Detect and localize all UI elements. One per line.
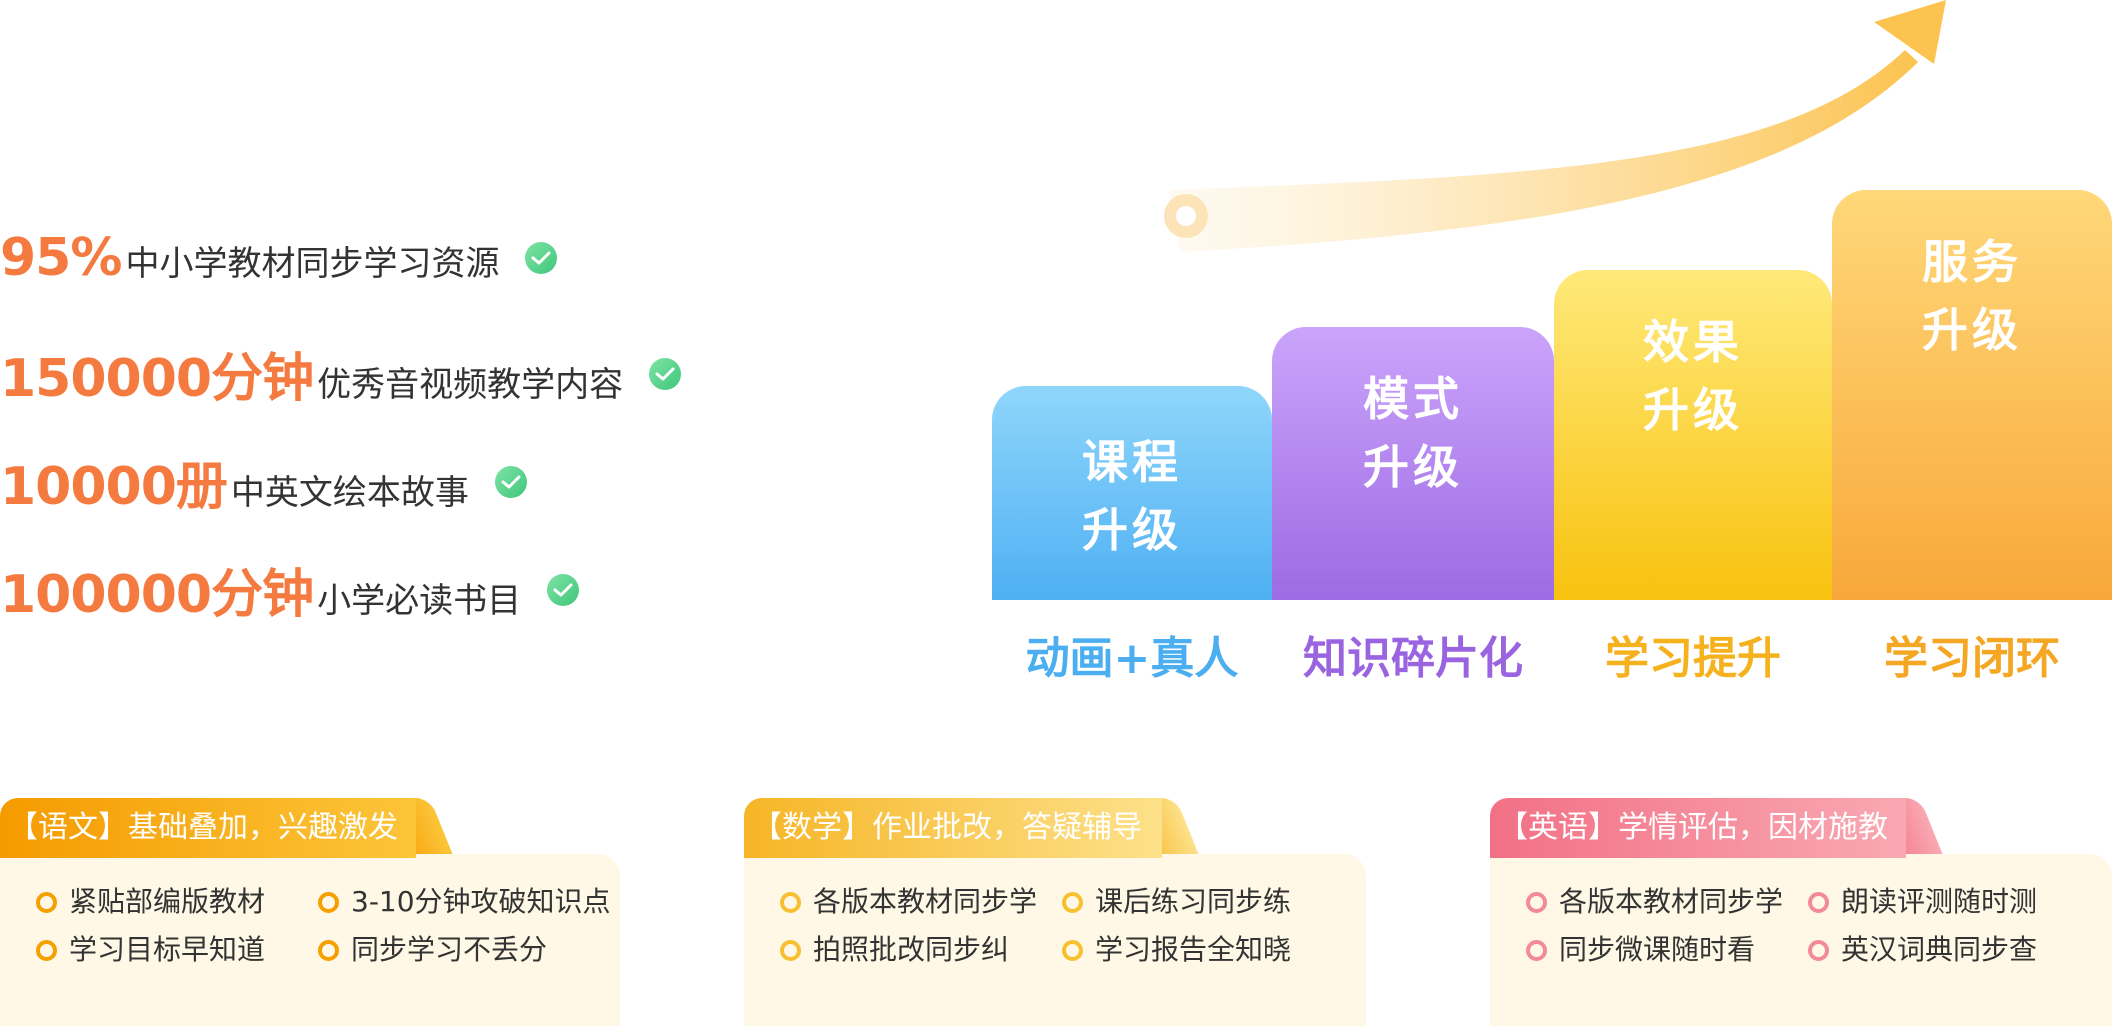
feature-item: 拍照批改同步纠 — [780, 932, 1062, 968]
step-label-service: 学习闭环 — [1884, 633, 2060, 684]
feature-item: 学习报告全知晓 — [1062, 932, 1344, 968]
feature-item: 同步学习不丢分 — [318, 932, 600, 968]
feature-item: 英汉词典同步查 — [1808, 932, 2090, 968]
ring-bullet-icon — [1526, 939, 1547, 961]
step-course: 课程 升级 — [992, 386, 1272, 600]
step-label-mode: 知识碎片化 — [1303, 633, 1523, 684]
step-title-line1: 服务 — [1922, 235, 2022, 289]
feature-item: 3-10分钟攻破知识点 — [318, 884, 611, 920]
stat-item-books: 10000册 中英文绘本故事 — [0, 444, 527, 519]
stat-desc: 中英文绘本故事 — [230, 473, 469, 513]
ring-bullet-icon — [1808, 891, 1829, 913]
feature-item: 学习目标早知道 — [36, 932, 318, 968]
card-math: 各版本教材同步学 课后练习同步练 拍照批改同步纠 学习报告全知晓 【数学】作业批… — [744, 798, 1366, 1026]
step-service: 服务 升级 — [1832, 190, 2112, 600]
step-title-line2: 升级 — [1082, 503, 1182, 557]
ring-bullet-icon — [36, 939, 57, 961]
card-body: 各版本教材同步学 课后练习同步练 拍照批改同步纠 学习报告全知晓 — [744, 854, 1366, 1026]
stat-item-resources: 95% 中小学教材同步学习资源 — [0, 228, 558, 288]
check-circle-icon — [494, 465, 527, 498]
ring-bullet-icon — [318, 891, 339, 913]
step-title-line1: 课程 — [1082, 435, 1182, 489]
ring-bullet-icon — [36, 891, 57, 913]
card-title: 【数学】作业批改，答疑辅导 — [744, 798, 1162, 858]
feature-list: 各版本教材同步学 课后练习同步练 拍照批改同步纠 学习报告全知晓 — [780, 884, 1344, 968]
card-english: 各版本教材同步学 朗读评测随时测 同步微课随时看 英汉词典同步查 【英语】学情评… — [1490, 798, 2112, 1026]
arrow-up-right-icon — [1164, 0, 1946, 252]
step-title-line2: 升级 — [1922, 303, 2022, 357]
stat-number: 150000分钟 — [0, 349, 314, 409]
step-title-line2: 升级 — [1363, 440, 1463, 494]
ring-bullet-icon — [318, 939, 339, 961]
card-body: 各版本教材同步学 朗读评测随时测 同步微课随时看 英汉词典同步查 — [1490, 854, 2112, 1026]
stat-number: 100000分钟 — [0, 565, 314, 625]
stat-item-videos: 150000分钟 优秀音视频教学内容 — [0, 336, 682, 411]
stat-item-reading: 100000分钟 小学必读书目 — [0, 552, 580, 627]
step-effect: 效果 升级 — [1554, 270, 1832, 600]
feature-item: 紧贴部编版教材 — [36, 884, 318, 920]
stat-number: 95% — [0, 228, 122, 288]
card-title: 【英语】学情评估，因材施教 — [1490, 798, 1906, 858]
feature-list: 各版本教材同步学 朗读评测随时测 同步微课随时看 英汉词典同步查 — [1526, 884, 2090, 968]
ring-bullet-icon — [1062, 939, 1083, 961]
feature-item: 同步微课随时看 — [1526, 932, 1808, 968]
ring-bullet-icon — [780, 891, 801, 913]
check-circle-icon — [547, 573, 580, 606]
step-label-effect: 学习提升 — [1605, 633, 1781, 684]
stat-desc: 中小学教材同步学习资源 — [125, 244, 500, 284]
card-title: 【语文】基础叠加，兴趣激发 — [0, 798, 416, 858]
ring-bullet-icon — [1808, 939, 1829, 961]
stat-desc: 优秀音视频教学内容 — [317, 365, 624, 405]
feature-item: 朗读评测随时测 — [1808, 884, 2090, 920]
stat-desc: 小学必读书目 — [317, 581, 522, 621]
card-body: 紧贴部编版教材 3-10分钟攻破知识点 学习目标早知道 同步学习不丢分 — [0, 854, 620, 1026]
card-chinese: 紧贴部编版教材 3-10分钟攻破知识点 学习目标早知道 同步学习不丢分 【语文】… — [0, 798, 620, 1026]
feature-item: 各版本教材同步学 — [780, 884, 1062, 920]
ring-bullet-icon — [1526, 891, 1547, 913]
ring-bullet-icon — [780, 939, 801, 961]
check-circle-icon — [525, 242, 558, 274]
feature-item: 各版本教材同步学 — [1526, 884, 1808, 920]
feature-list: 紧贴部编版教材 3-10分钟攻破知识点 学习目标早知道 同步学习不丢分 — [36, 884, 611, 968]
feature-item: 课后练习同步练 — [1062, 884, 1344, 920]
step-label-course: 动画+真人 — [1025, 633, 1239, 684]
step-title-line1: 效果 — [1643, 315, 1743, 369]
step-title-line1: 模式 — [1363, 372, 1463, 426]
step-mode: 模式 升级 — [1272, 327, 1554, 600]
check-circle-icon — [649, 357, 682, 390]
ring-bullet-icon — [1062, 891, 1083, 913]
stat-number: 10000册 — [0, 457, 228, 517]
step-title-line2: 升级 — [1643, 383, 1743, 437]
